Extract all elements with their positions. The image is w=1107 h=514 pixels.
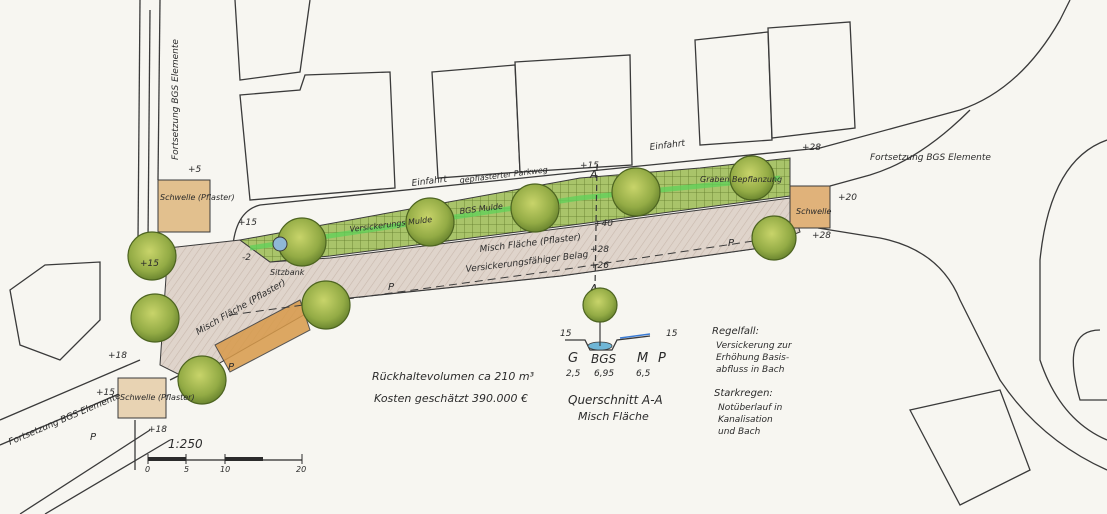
starkregen-title: Starkregen:: [714, 388, 773, 399]
orange-strip: [214, 299, 311, 373]
trees: [127, 155, 797, 405]
label-p-right: P: [728, 238, 735, 249]
threshold-bottom: [117, 377, 167, 419]
cs-m-val: 6,5: [636, 369, 651, 379]
elevations: +5 +15 +15 +28 +28 +20 +28 +26 +40 +18 +…: [96, 143, 857, 435]
label-p-lower: P: [228, 362, 235, 373]
tree: [301, 280, 351, 330]
bench-icon: [272, 236, 288, 252]
svg-text:+28: +28: [812, 231, 831, 241]
section-marker-bottom: A: [589, 282, 598, 295]
scale-10: 10: [220, 465, 230, 474]
tree: [510, 183, 560, 233]
tree: [611, 167, 661, 217]
notes: Regelfall: Versickerung zur Erhöhung Bas…: [372, 326, 793, 437]
label-grass-planting: Graben Bepflanzung: [700, 175, 782, 184]
regelfall-title: Regelfall:: [712, 326, 759, 337]
cs-g: G: [568, 351, 578, 366]
regelfall-text-2: Erhöhung Basis-: [716, 353, 789, 363]
svg-text:+40: +40: [594, 219, 613, 229]
tree: [405, 197, 455, 247]
cross-section-title: Querschnitt A-A: [568, 393, 663, 407]
tree: [751, 215, 797, 261]
cs-left-dim: 15: [560, 329, 572, 339]
tree: [729, 155, 775, 201]
cs-p: P: [658, 351, 666, 366]
svg-text:+15: +15: [580, 161, 599, 171]
threshold-top: [157, 179, 211, 233]
svg-text:+15: +15: [238, 218, 257, 228]
tree: [177, 355, 227, 405]
cs-bgs-val: 6,95: [594, 369, 614, 379]
buildings: [9, 0, 1107, 506]
starkregen-text-3: und Bach: [718, 427, 761, 437]
regelfall-text-3: abfluss in Bach: [716, 365, 785, 375]
label-entrance-1: Einfahrt: [411, 175, 448, 189]
label-bench: Sitzbank: [270, 268, 305, 277]
cross-section-subtitle: Misch Fläche: [578, 410, 649, 423]
svg-text:+15: +15: [96, 388, 115, 398]
svg-text:+15: +15: [140, 259, 159, 269]
svg-text:+20: +20: [838, 193, 857, 203]
label-p-left: P: [388, 282, 395, 293]
cs-bgs: BGS: [591, 352, 617, 366]
svg-text:+26: +26: [590, 261, 609, 271]
label-street-left-top: Fortsetzung BGS Elemente: [171, 39, 181, 160]
label-street-right: Fortsetzung BGS Elemente: [870, 153, 991, 163]
svg-text:+28: +28: [590, 245, 609, 255]
scale-bar: 1:250 0 5 10 20: [145, 437, 306, 474]
scale-0: 0: [145, 465, 150, 474]
cs-right-dim: 15: [666, 329, 678, 339]
section-line: [594, 164, 598, 291]
tree: [127, 231, 177, 281]
starkregen-text-2: Kanalisation: [718, 415, 773, 425]
regelfall-text-1: Versickerung zur: [716, 341, 793, 351]
label-threshold-top: Schwelle (Pflaster): [160, 193, 235, 202]
label-street-left-bottom: Fortsetzung BGS Elemente: [7, 391, 123, 448]
cross-section: 15 15 G BGS M P 2,5 6,95 6,5: [560, 287, 678, 379]
scale-ratio: 1:250: [168, 437, 203, 451]
label-p-bottom: P: [90, 432, 97, 443]
svg-text:+5: +5: [188, 165, 202, 175]
svg-text:+18: +18: [148, 425, 167, 435]
retention-volume: Rückhaltevolumen ca 210 m³: [372, 370, 535, 383]
label-threshold-bottom: Schwelle (Pflaster): [120, 393, 195, 402]
scale-5: 5: [184, 465, 189, 474]
starkregen-text-1: Notüberlauf in: [718, 403, 783, 413]
label-threshold-right: Schwelle: [796, 207, 831, 216]
label-entrance-2: Einfahrt: [649, 139, 686, 153]
costs: Kosten geschätzt 390.000 €: [374, 392, 528, 405]
cs-g-val: 2,5: [566, 369, 581, 379]
section-marker-top: A: [589, 168, 598, 181]
svg-text:-2: -2: [242, 253, 251, 263]
svg-text:+28: +28: [802, 143, 821, 153]
cs-m: M: [637, 351, 648, 366]
scale-20: 20: [296, 465, 306, 474]
tree: [130, 293, 180, 343]
threshold-right: [789, 185, 831, 229]
svg-text:+18: +18: [108, 351, 127, 361]
